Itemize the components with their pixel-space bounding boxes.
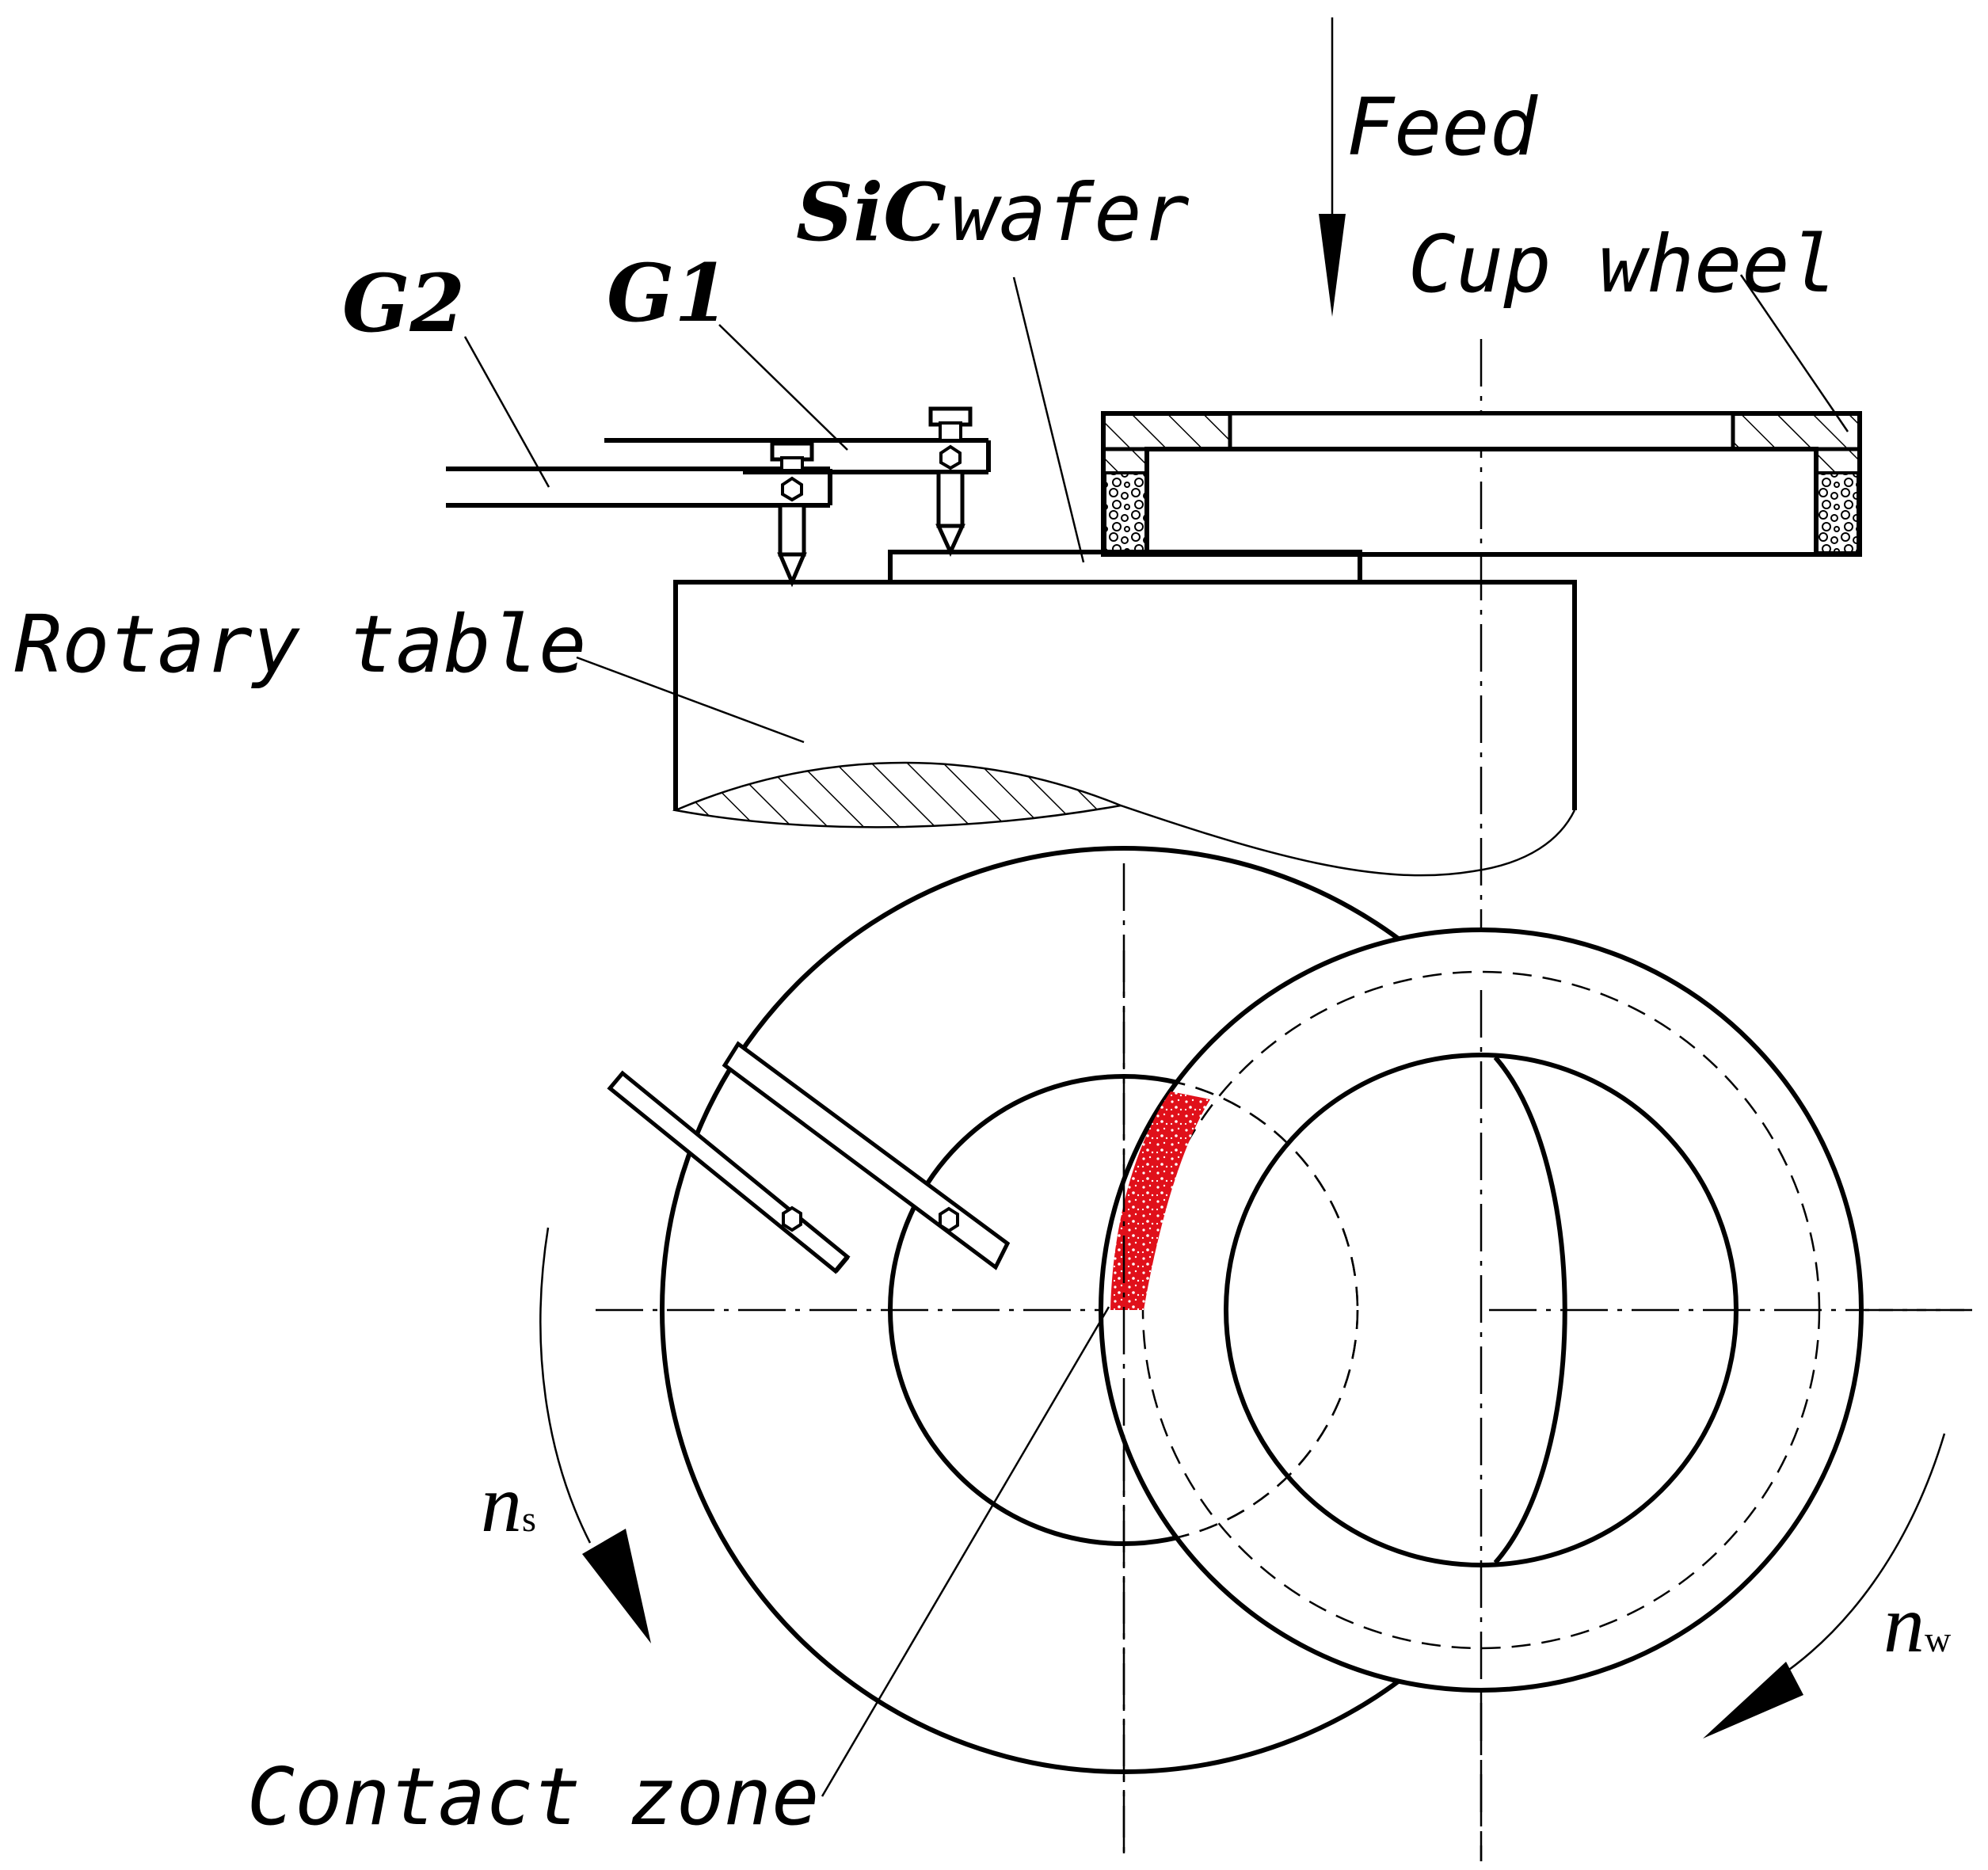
label-feed: Feed: [1346, 81, 1539, 173]
contact-zone-area: [1110, 1091, 1210, 1310]
gauge-g2-side: [446, 441, 832, 588]
label-sic-wafer: SiCwafer: [796, 166, 1190, 259]
feed-arrow: [1319, 17, 1346, 317]
label-g1: G1: [607, 246, 729, 340]
gauge-g2-top: [607, 1070, 851, 1274]
grinding-segment-left: [1103, 471, 1148, 554]
label-nw: nw: [1883, 1579, 1952, 1670]
nw-rotation-arrow: [1703, 1433, 1946, 1739]
label-g2: G2: [342, 257, 465, 350]
ns-rotation-arrow: [539, 1227, 651, 1643]
label-rotary-table: Rotary table: [14, 598, 586, 691]
label-contact-zone: Contact zone: [247, 1750, 819, 1843]
rotary-table-hatch: [672, 761, 1125, 828]
leader-lines: [463, 274, 1849, 1797]
label-ns: ns: [481, 1458, 536, 1549]
grinding-segment-right: [1815, 471, 1860, 554]
label-cup-wheel: Cup wheel: [1408, 218, 1838, 310]
gauge-g1-side: [604, 406, 991, 558]
rotary-table-side: [672, 580, 1577, 877]
gauge-g1-top: [722, 1041, 1011, 1270]
